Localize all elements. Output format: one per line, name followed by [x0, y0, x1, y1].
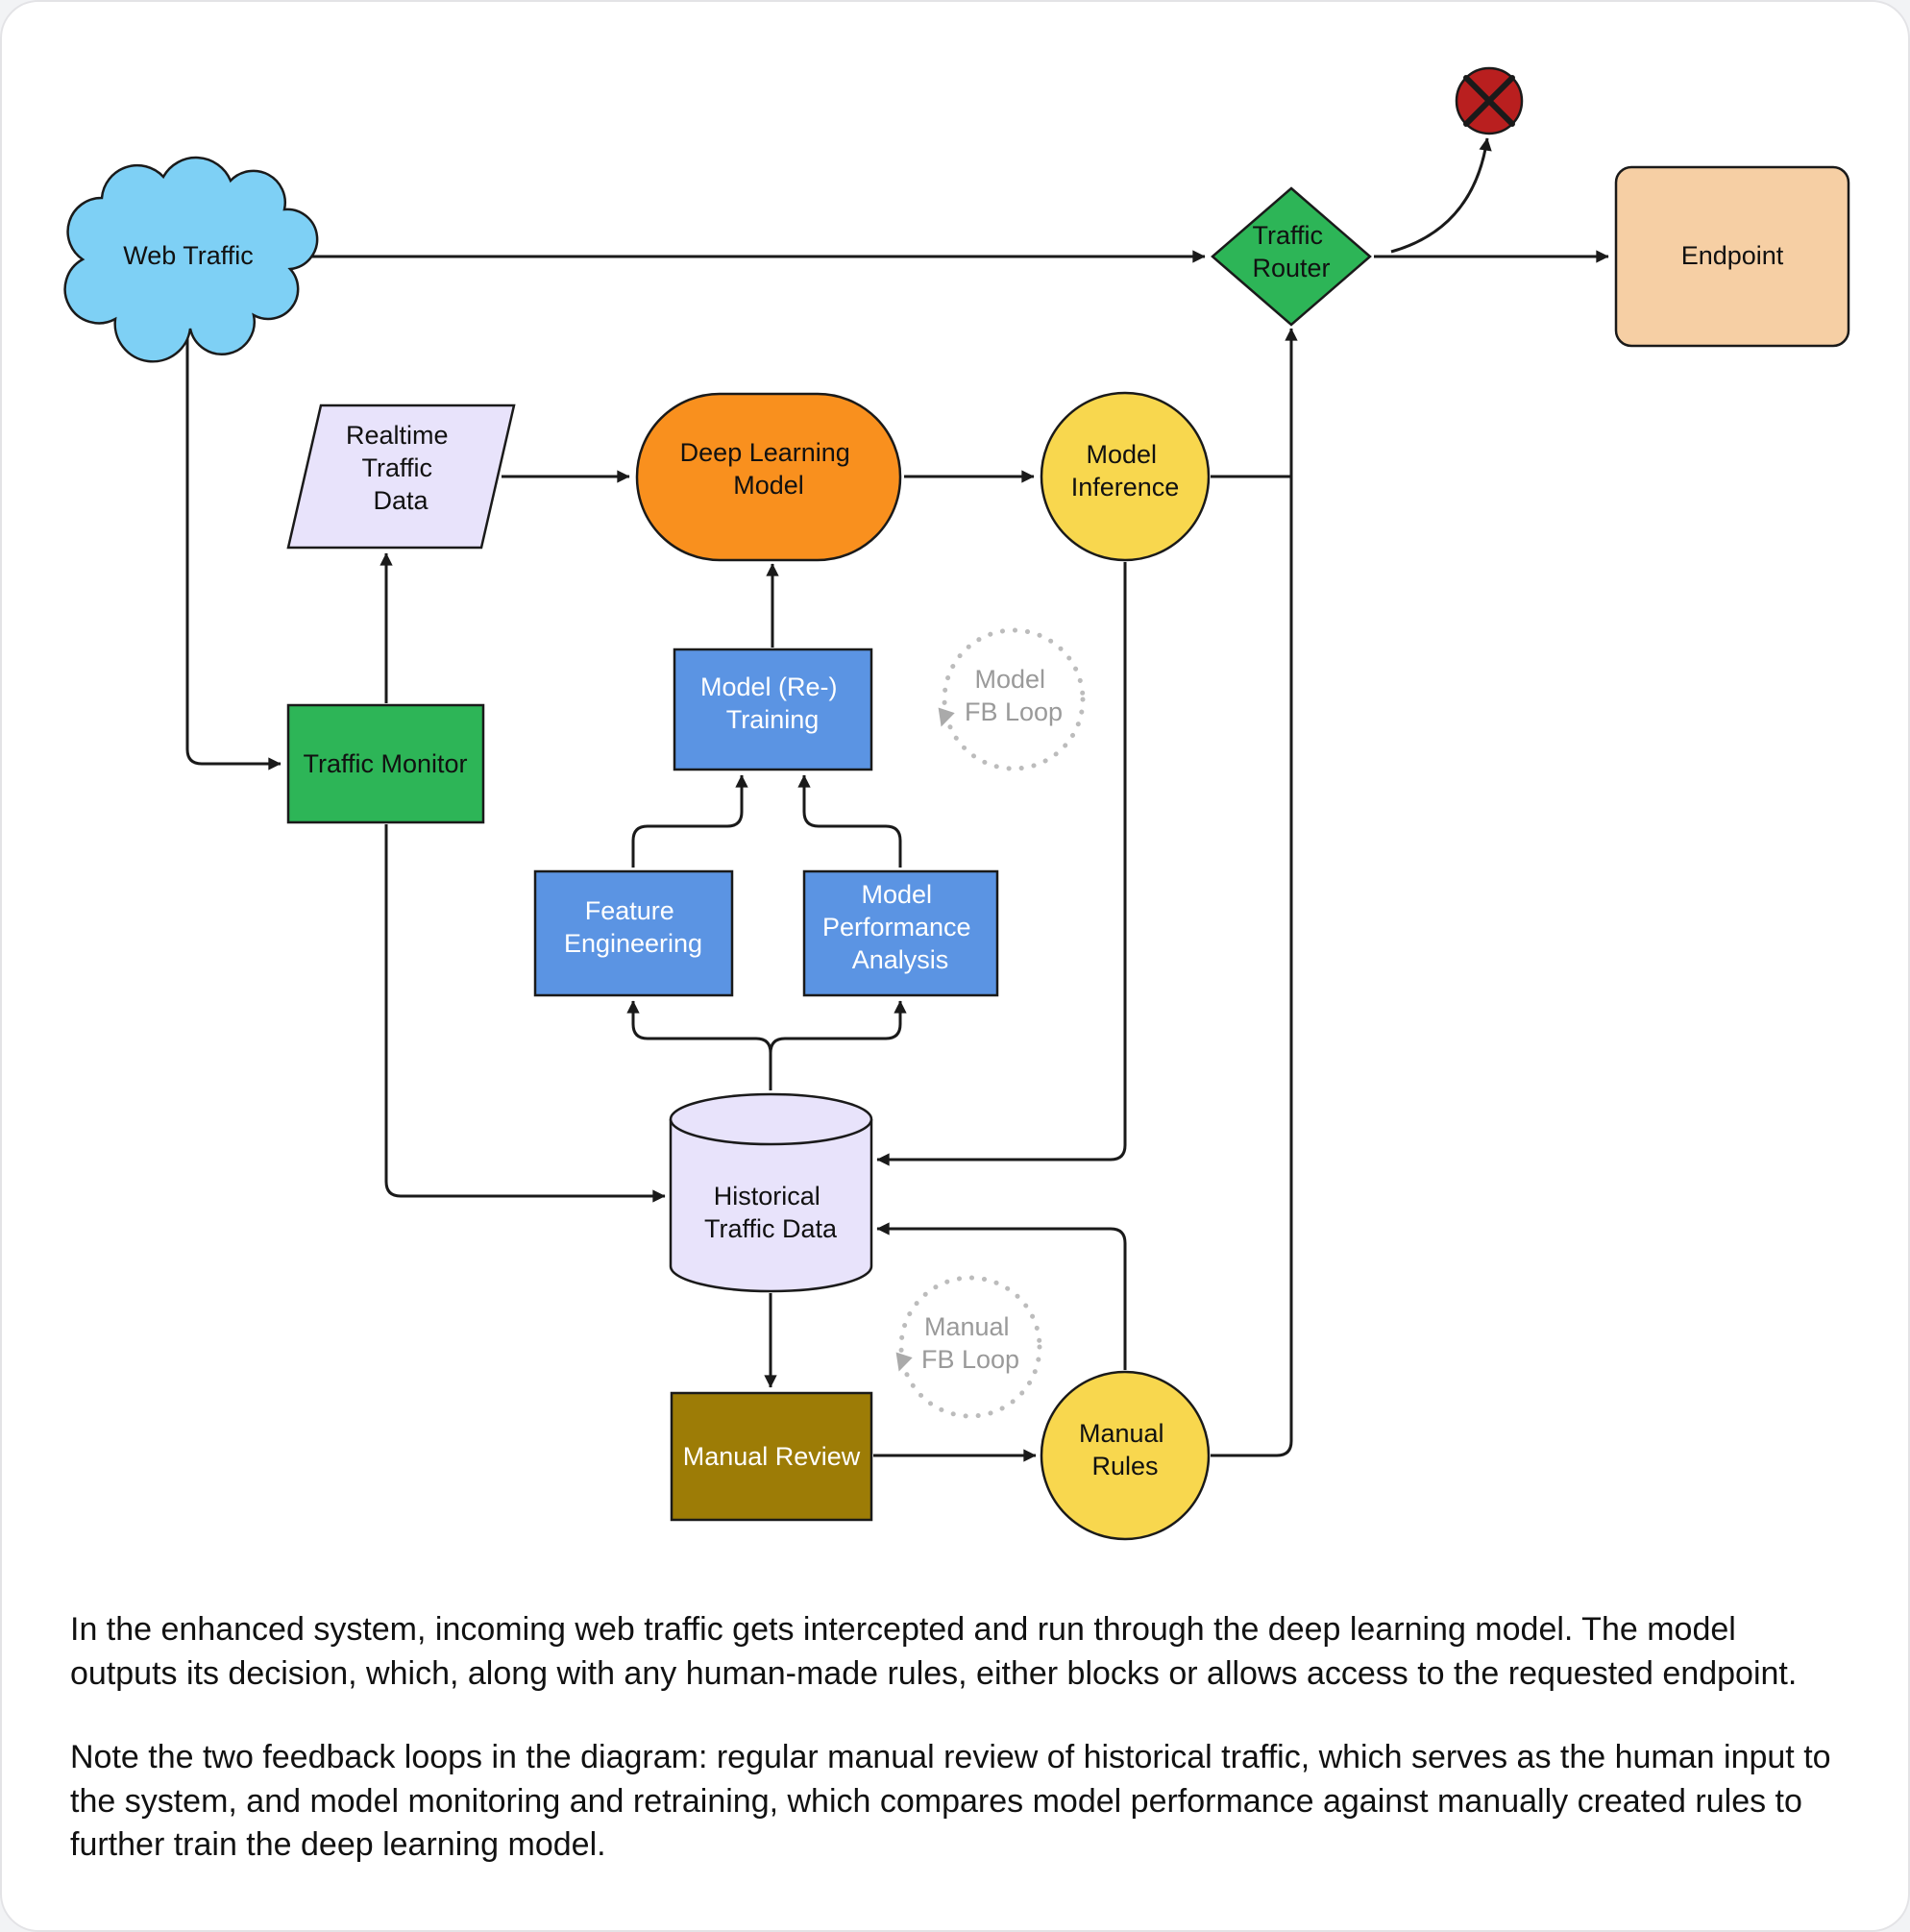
- caption: In the enhanced system, incoming web tra…: [70, 1608, 1844, 1908]
- blocked-x-icon: [1463, 75, 1515, 127]
- traffic-monitor-label: Traffic Monitor: [303, 749, 467, 778]
- historical-data-cylinder-top: [669, 1092, 873, 1146]
- traffic-router-diamond-shape: [1211, 186, 1372, 327]
- node-historical-traffic-data: Historical Traffic Data: [669, 1092, 873, 1293]
- manual-rules-label: Manual Rules: [1079, 1419, 1171, 1480]
- manual-review-rect-shape: [670, 1391, 873, 1522]
- model-fb-loop-annotation: Model FB Loop: [938, 627, 1086, 771]
- web-traffic-label: Web Traffic: [123, 241, 254, 270]
- edge-manual-rules-to-historical-data: [876, 1222, 1127, 1370]
- model-fb-loop-circle: [942, 627, 1086, 771]
- caption-paragraph-2: Note the two feedback loops in the diagr…: [70, 1739, 1831, 1864]
- node-manual-rules: Manual Rules: [1040, 1370, 1211, 1541]
- node-manual-review: Manual Review: [670, 1391, 873, 1522]
- manual-fb-loop-circle: [898, 1275, 1042, 1419]
- edge-traffic-monitor-to-historical-data: [384, 824, 666, 1203]
- node-feature-engineering: Feature Engineering: [533, 869, 734, 997]
- model-fb-loop-label: Model FB Loop: [965, 665, 1063, 726]
- flow-diagram: Model FB Loop Manual FB Loop Web Traffic…: [63, 66, 1850, 1541]
- edge-performance-analysis-to-retraining: [797, 774, 902, 868]
- web-traffic-cloud-shape: [63, 156, 319, 363]
- model-fb-loop-arrow-icon: [938, 707, 955, 727]
- realtime-data-parallelogram-shape: [286, 404, 516, 550]
- model-performance-label: Model Performance Analysis: [822, 880, 978, 974]
- node-model-inference: Model Inference: [1040, 391, 1211, 562]
- model-performance-rect-shape: [802, 869, 999, 997]
- edge-historical-data-to-performance-analysis: [769, 1000, 907, 1090]
- edges: [185, 137, 1609, 1462]
- deep-learning-model-label: Deep Learning Model: [680, 438, 858, 500]
- node-endpoint: Endpoint: [1614, 165, 1850, 348]
- endpoint-label: Endpoint: [1681, 241, 1784, 270]
- edge-traffic-router-to-blocked: [1390, 137, 1492, 254]
- node-web-traffic: Web Traffic: [63, 156, 319, 363]
- traffic-router-label: Traffic Router: [1252, 221, 1330, 282]
- model-inference-label: Model Inference: [1071, 440, 1180, 501]
- manual-fb-loop-annotation: Manual FB Loop: [895, 1275, 1042, 1419]
- edge-web-traffic-to-traffic-monitor: [185, 327, 282, 770]
- historical-data-label: Historical Traffic Data: [704, 1182, 838, 1243]
- manual-rules-circle-shape: [1040, 1370, 1211, 1541]
- feature-engineering-label: Feature Engineering: [564, 896, 702, 958]
- node-deep-learning-model: Deep Learning Model: [635, 392, 902, 562]
- node-blocked-indicator: [1455, 66, 1524, 135]
- edge-model-inference-to-historical-data: [876, 562, 1127, 1166]
- caption-paragraph-1: In the enhanced system, incoming web tra…: [70, 1611, 1798, 1692]
- edge-feature-engineering-to-retraining: [631, 774, 748, 868]
- model-inference-circle-shape: [1040, 391, 1211, 562]
- manual-fb-loop-arrow-icon: [895, 1352, 913, 1372]
- manual-review-label: Manual Review: [683, 1442, 861, 1471]
- node-realtime-traffic-data: Realtime Traffic Data: [286, 404, 516, 550]
- endpoint-rect-shape: [1614, 165, 1850, 348]
- deep-learning-model-shape: [635, 392, 902, 562]
- historical-data-cylinder-body: [669, 1119, 873, 1293]
- manual-fb-loop-label: Manual FB Loop: [921, 1312, 1019, 1374]
- node-model-performance-analysis: Model Performance Analysis: [802, 869, 999, 997]
- node-model-retraining: Model (Re-) Training: [673, 648, 873, 771]
- edge-manual-rules-to-traffic-router: [1211, 328, 1298, 1457]
- edge-historical-data-to-feature-engineering: [626, 1000, 772, 1090]
- traffic-monitor-rect-shape: [286, 703, 485, 824]
- feature-engineering-rect-shape: [533, 869, 734, 997]
- model-retraining-label: Model (Re-) Training: [700, 673, 845, 734]
- model-retraining-rect-shape: [673, 648, 873, 771]
- node-traffic-router: Traffic Router: [1211, 186, 1372, 327]
- node-traffic-monitor: Traffic Monitor: [286, 703, 485, 824]
- realtime-data-label: Realtime Traffic Data: [346, 421, 455, 515]
